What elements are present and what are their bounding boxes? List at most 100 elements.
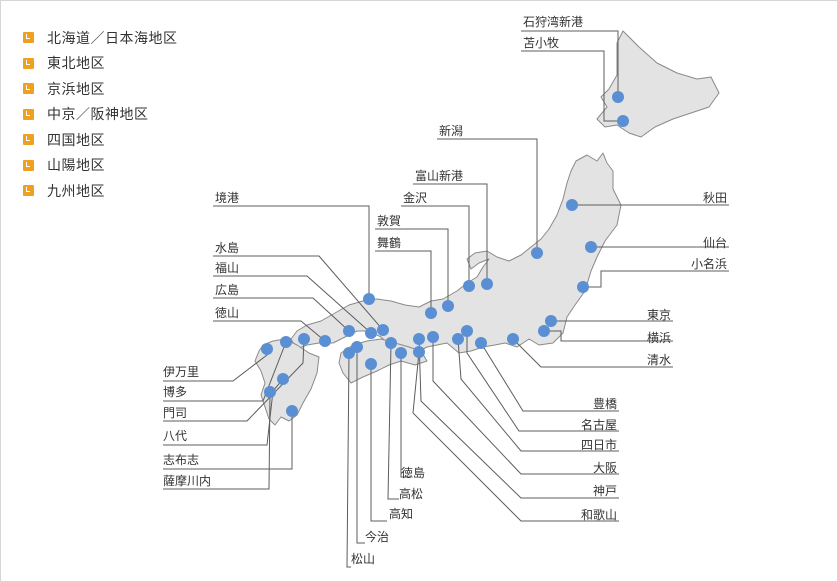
port-label-tomakomai[interactable]: 苫小牧	[523, 36, 559, 50]
port-label-hiroshima[interactable]: 広島	[215, 282, 239, 297]
port-label-toyama[interactable]: 富山新港	[415, 168, 463, 183]
region-label: 山陽地区	[47, 158, 105, 175]
leader-line-shibushi	[163, 411, 293, 470]
port-label-imabari[interactable]: 今治	[365, 529, 389, 544]
port-label-shibushi[interactable]: 志布志	[163, 453, 199, 467]
port-marker-kanazawa[interactable]	[463, 280, 475, 292]
leader-line-wakayama	[412, 351, 619, 522]
port-label-nagoya[interactable]: 名古屋	[581, 417, 617, 432]
leader-line-nagoya	[466, 331, 619, 432]
port-label-kochi[interactable]: 高知	[389, 506, 413, 521]
leader-line-onahama	[583, 270, 729, 288]
region-item-shikoku[interactable]: 四国地区	[23, 127, 178, 153]
region-item-tohoku[interactable]: 東北地区	[23, 51, 178, 77]
leader-line-fukuyama	[213, 275, 372, 334]
region-item-kyushu[interactable]: 九州地区	[23, 178, 178, 204]
port-label-osaka[interactable]: 大阪	[593, 461, 617, 475]
arrow-bullet-icon	[23, 83, 34, 95]
region-item-chukyo-hanshin[interactable]: 中京／阪神地区	[23, 102, 178, 128]
leader-line-shimizu	[512, 338, 673, 368]
port-label-niigata[interactable]: 新潟	[439, 123, 463, 138]
port-label-imari[interactable]: 伊万里	[163, 365, 199, 379]
leader-line-kobe	[418, 338, 619, 499]
port-label-matsuyama[interactable]: 松山	[351, 552, 375, 566]
port-marker-osaka[interactable]	[427, 331, 439, 343]
port-label-tokuyama[interactable]: 徳山	[215, 305, 239, 320]
port-marker-hiroshima[interactable]	[343, 325, 355, 337]
port-marker-sendai[interactable]	[585, 241, 597, 253]
arrow-bullet-icon	[23, 159, 34, 171]
port-marker-onahama[interactable]	[577, 281, 589, 293]
port-marker-yatsushiro[interactable]	[277, 373, 289, 385]
leader-line-yokkaichi	[457, 338, 619, 452]
region-item-hokkaido-japan-sea[interactable]: 北海道／日本海地区	[23, 25, 178, 51]
leader-line-niigata	[437, 138, 538, 253]
port-marker-kobe[interactable]	[413, 333, 425, 345]
port-marker-tomakomai[interactable]	[617, 115, 629, 127]
port-label-hakata[interactable]: 博多	[163, 384, 187, 399]
port-label-takamatsu[interactable]: 高松	[399, 486, 423, 501]
port-label-yokkaichi[interactable]: 四日市	[581, 437, 617, 452]
port-label-fukuyama[interactable]: 福山	[215, 260, 239, 275]
port-marker-shibushi[interactable]	[286, 405, 298, 417]
port-label-ishikari[interactable]: 石狩湾新港	[523, 14, 583, 29]
port-marker-toyohashi[interactable]	[475, 337, 487, 349]
leader-line-kanazawa	[401, 205, 470, 286]
port-label-sendai[interactable]: 仙台	[703, 235, 727, 250]
port-label-yatsushiro[interactable]: 八代	[163, 429, 187, 443]
port-marker-wakayama[interactable]	[413, 346, 425, 358]
port-marker-yokohama[interactable]	[538, 325, 550, 337]
port-label-tokushima[interactable]: 徳島	[401, 465, 425, 480]
port-marker-maizuru[interactable]	[425, 307, 437, 319]
port-marker-kochi[interactable]	[365, 358, 377, 370]
port-marker-hakata[interactable]	[280, 336, 292, 348]
port-label-tsuruga[interactable]: 敦賀	[377, 213, 401, 228]
port-marker-shimizu[interactable]	[507, 333, 519, 345]
region-label: 東北地区	[47, 56, 105, 73]
port-label-yokohama[interactable]: 横浜	[647, 331, 671, 345]
port-marker-matsuyama[interactable]	[343, 347, 355, 359]
region-label: 中京／阪神地区	[47, 107, 149, 124]
region-item-sanyo[interactable]: 山陽地区	[23, 153, 178, 179]
port-marker-mizushima[interactable]	[377, 324, 389, 336]
port-label-mizushima[interactable]: 水島	[215, 240, 239, 255]
port-marker-tsuruga[interactable]	[442, 300, 454, 312]
arrow-bullet-icon	[23, 134, 34, 146]
leader-line-toyohashi	[480, 342, 619, 412]
port-marker-yokkaichi[interactable]	[452, 333, 464, 345]
arrow-bullet-icon	[23, 57, 34, 69]
port-marker-ishikari[interactable]	[612, 91, 624, 103]
port-marker-takamatsu[interactable]	[385, 337, 397, 349]
leader-line-maizuru	[375, 250, 432, 313]
port-marker-satsumasendai[interactable]	[264, 386, 276, 398]
port-label-maizuru[interactable]: 舞鶴	[377, 235, 401, 250]
region-item-keihin[interactable]: 京浜地区	[23, 76, 178, 102]
port-label-akita[interactable]: 秋田	[703, 191, 727, 205]
leader-line-imabari	[356, 347, 365, 544]
port-marker-fukuyama[interactable]	[365, 327, 377, 339]
port-label-toyohashi[interactable]: 豊橋	[593, 397, 617, 411]
hokkaido-island	[596, 30, 720, 138]
port-marker-akita[interactable]	[566, 199, 578, 211]
port-marker-nagoya[interactable]	[461, 325, 473, 337]
port-label-wakayama[interactable]: 和歌山	[581, 507, 617, 522]
port-label-onahama[interactable]: 小名浜	[691, 256, 727, 271]
port-label-kanazawa[interactable]: 金沢	[403, 190, 427, 205]
port-marker-imari[interactable]	[261, 343, 273, 355]
port-label-sakaiminato[interactable]: 境港	[215, 190, 239, 205]
leader-line-mizushima	[213, 255, 384, 331]
port-label-satsumasendai[interactable]: 薩摩川内	[163, 473, 211, 488]
port-label-shimizu[interactable]: 清水	[647, 353, 671, 367]
port-marker-sakaiminato[interactable]	[363, 293, 375, 305]
port-marker-moji[interactable]	[298, 333, 310, 345]
port-label-tokyo[interactable]: 東京	[647, 308, 671, 322]
port-marker-tokyo[interactable]	[545, 315, 557, 327]
port-label-kobe[interactable]: 神戸	[593, 484, 617, 498]
port-marker-niigata[interactable]	[531, 247, 543, 259]
port-marker-toyama[interactable]	[481, 278, 493, 290]
port-marker-tokuyama[interactable]	[319, 335, 331, 347]
port-marker-tokushima[interactable]	[395, 347, 407, 359]
port-label-moji[interactable]: 門司	[163, 406, 187, 420]
